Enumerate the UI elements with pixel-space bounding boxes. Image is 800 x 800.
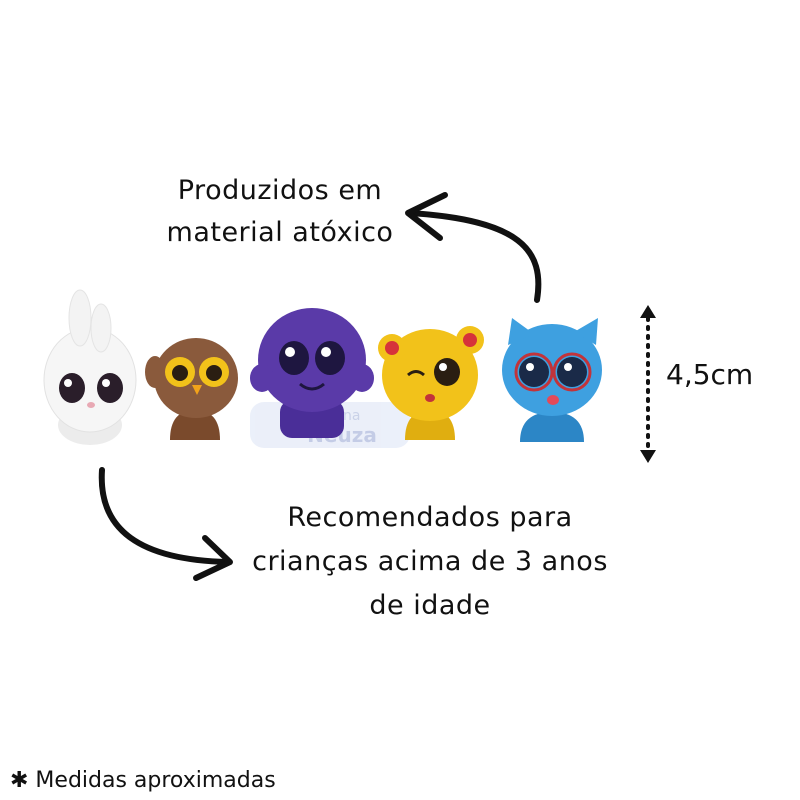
toy-bear	[378, 326, 484, 440]
age-caption-line2: crianças acima de 3 anos	[252, 546, 608, 577]
material-caption-line2: material atóxico	[166, 217, 394, 248]
toy-owl	[145, 338, 238, 440]
age-caption: Recomendados para crianças acima de 3 an…	[235, 496, 625, 628]
toy-bunny	[43, 289, 137, 445]
toy-blob	[250, 308, 374, 438]
material-caption: Produzidos em material atóxico	[150, 170, 410, 254]
age-caption-line1: Recomendados para	[287, 502, 573, 533]
curved-arrow-bottom	[98, 467, 233, 581]
curved-arrow-top	[405, 192, 542, 303]
age-caption-line3: de idade	[369, 590, 491, 621]
toy-cat	[502, 318, 602, 442]
material-caption-line1: Produzidos em	[177, 175, 383, 206]
measurement-indicator	[640, 305, 656, 463]
footnote-text: ✱ Medidas aproximadas	[10, 768, 276, 793]
measurement-label: 4,5cm	[666, 358, 754, 391]
